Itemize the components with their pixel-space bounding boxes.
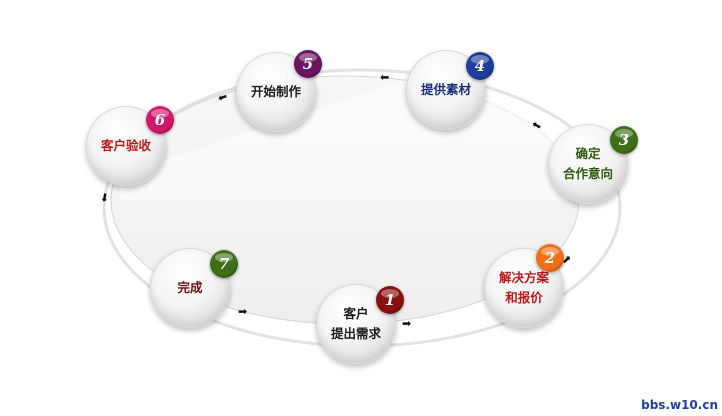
step-4-badge: 4 (466, 52, 494, 80)
step-2-label: 解决方案 和报价 (498, 270, 549, 305)
watermark: bbs.w10.cn (641, 398, 718, 412)
step-3-label: 确定 合作意向 (562, 146, 613, 181)
step-1-label: 客户 提出需求 (330, 306, 381, 341)
step-7-badge: 7 (210, 250, 238, 278)
step-6-label: 客户验收 (100, 138, 151, 153)
arrow-7-to-1-icon: ➡ (238, 305, 248, 318)
arrow-4-to-5-icon: ➡ (380, 71, 390, 84)
step-6-badge: 6 (146, 106, 174, 134)
step-3-badge: 3 (610, 126, 638, 154)
arrow-1-to-2-icon: ➡ (402, 317, 412, 330)
arrow-6-to-7-icon: ➡ (97, 191, 112, 204)
step-5-label: 开始制作 (250, 84, 301, 99)
step-2-badge: 2 (536, 244, 564, 272)
step-7-label: 完成 (177, 280, 203, 295)
step-1-badge: 1 (376, 286, 404, 314)
step-5-badge: 5 (294, 50, 322, 78)
step-4-label: 提供素材 (420, 82, 471, 97)
